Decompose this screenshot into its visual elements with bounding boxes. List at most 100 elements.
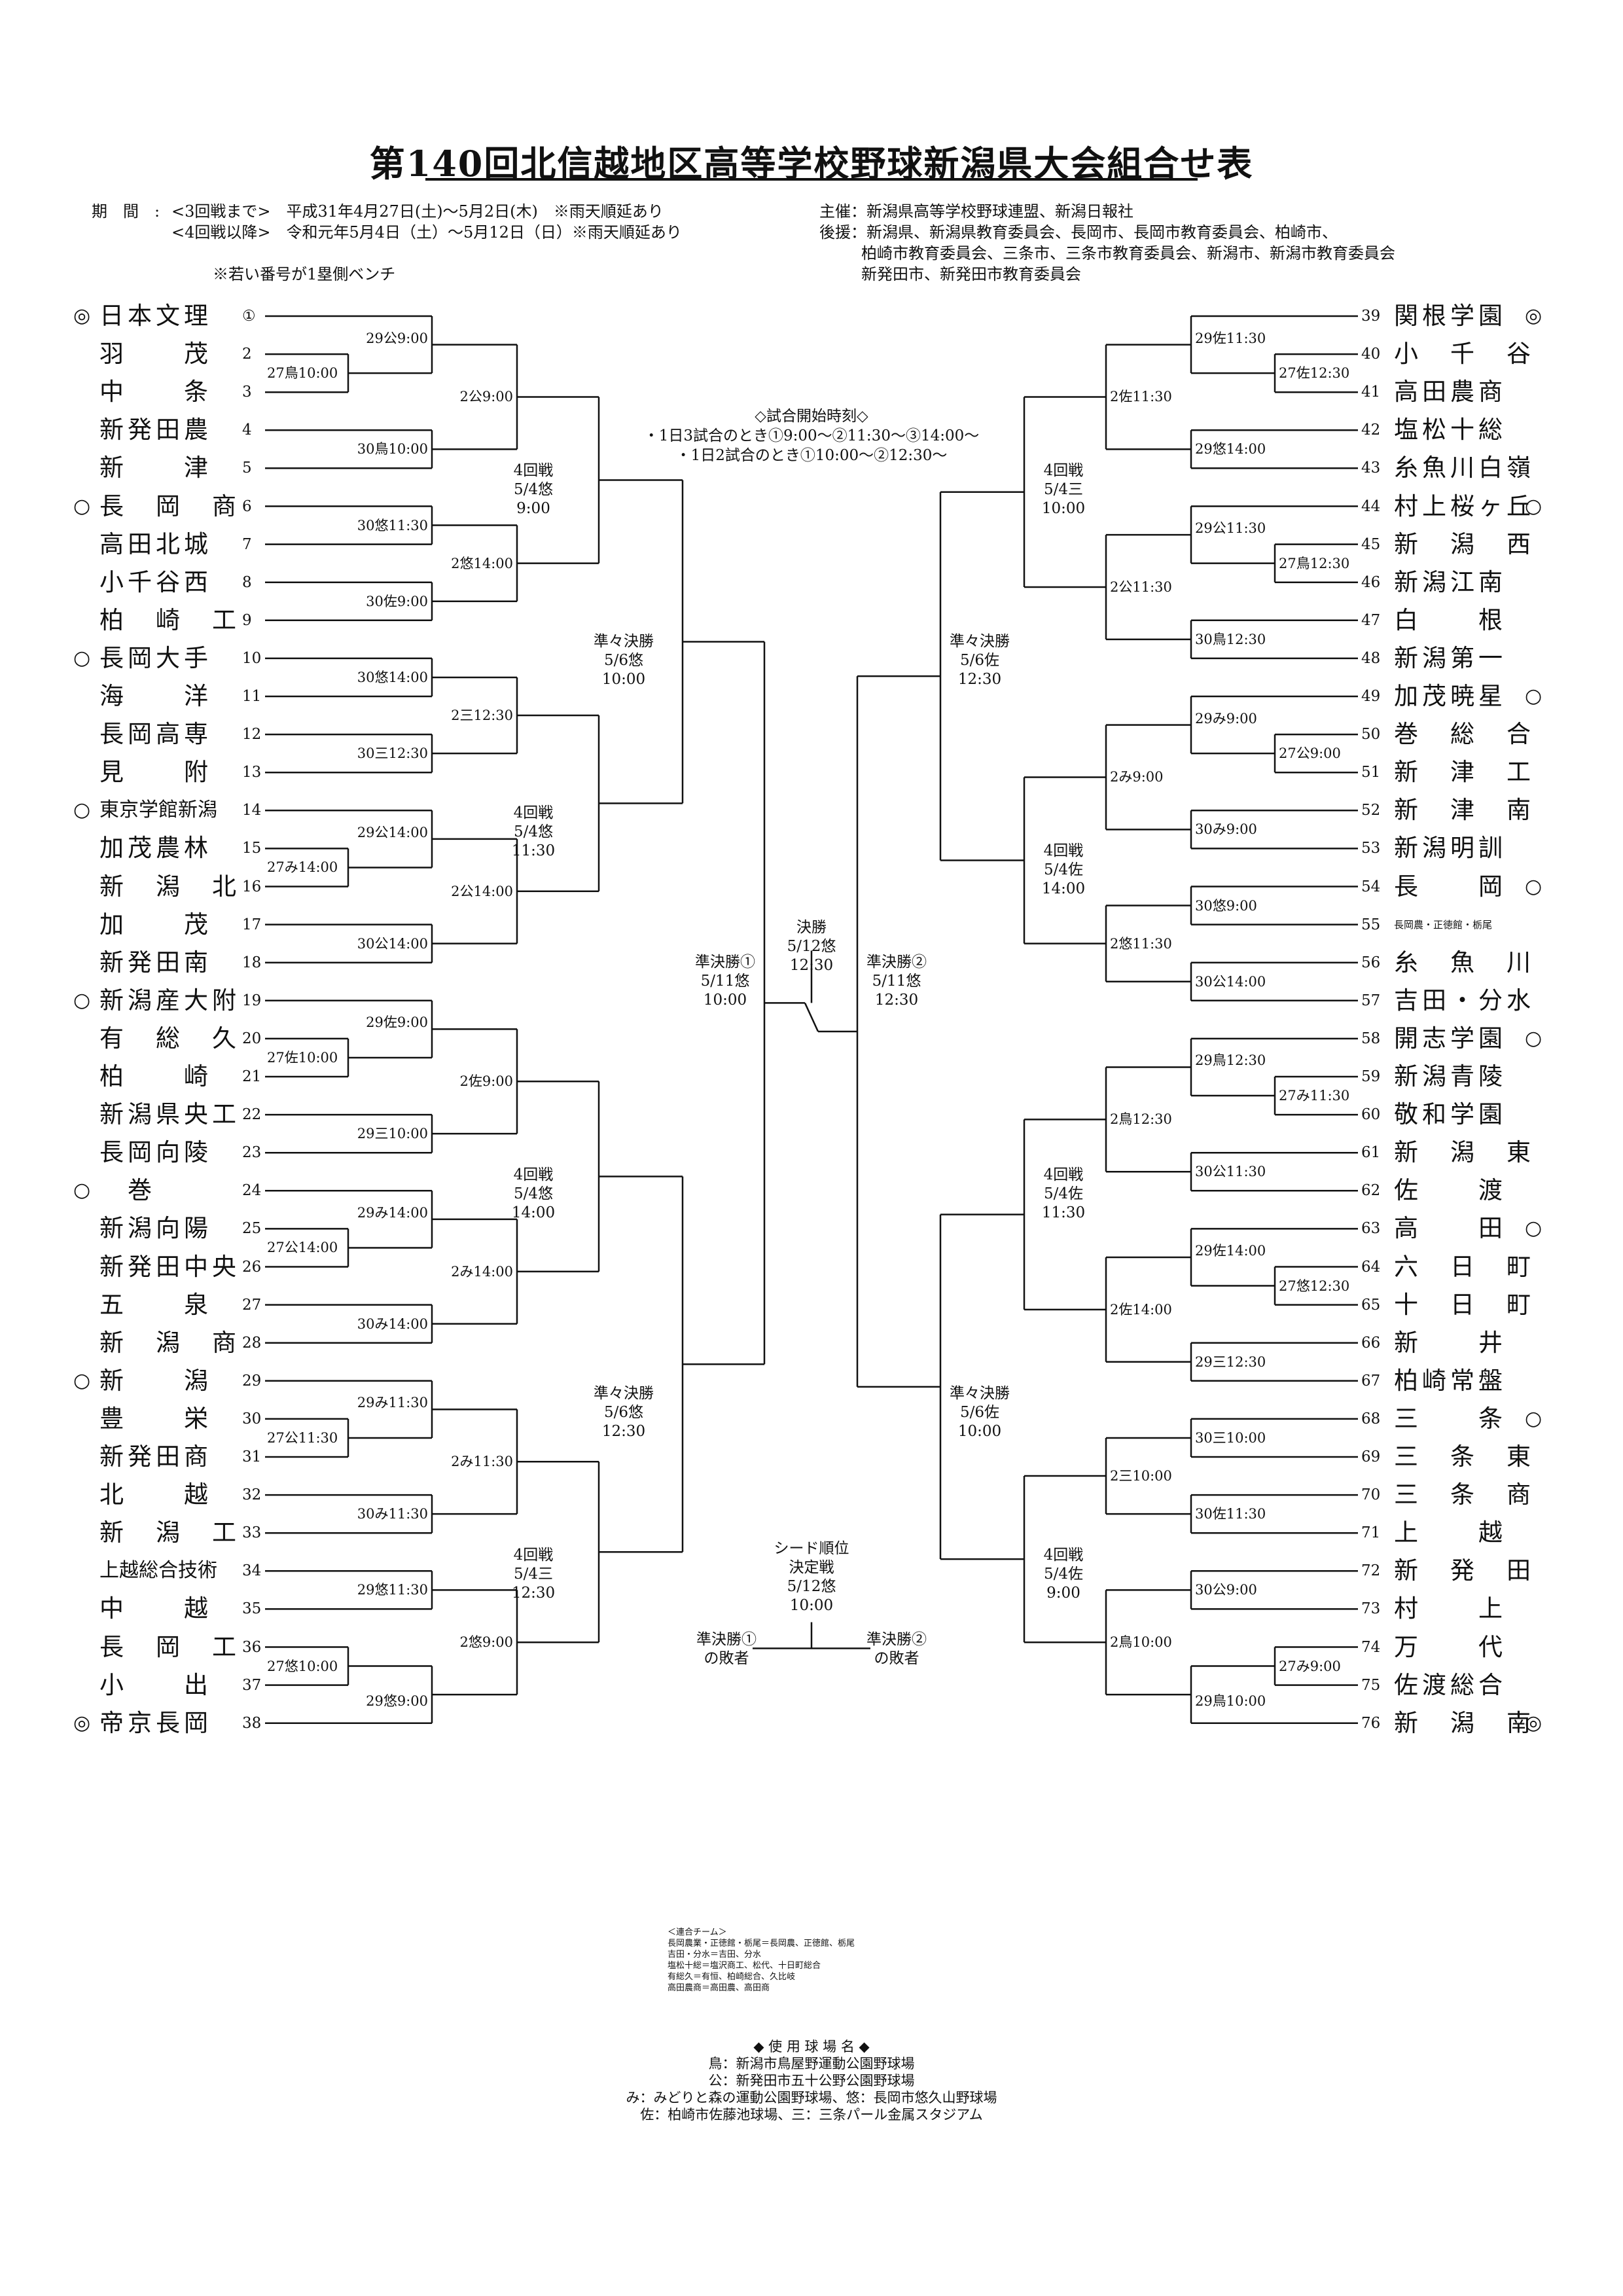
- round-label: 12:30: [511, 1585, 556, 1602]
- team-number: 10: [242, 649, 262, 667]
- team-name: 六 日 町: [1394, 1252, 1535, 1281]
- round-label: 4回戦: [513, 804, 554, 822]
- round-label: 準々決勝: [950, 1384, 1010, 1402]
- team-name: 長 岡 工: [99, 1632, 240, 1661]
- bracket-line: [804, 1002, 819, 1032]
- team-number: 21: [242, 1068, 262, 1085]
- game-label: 30三10:00: [1194, 1429, 1268, 1446]
- team-name: 新 潟 西: [1394, 529, 1535, 558]
- seed-mark: ○: [1525, 874, 1543, 898]
- team-number: 71: [1361, 1524, 1381, 1542]
- team-number: 15: [242, 840, 262, 857]
- team-number: 29: [242, 1372, 262, 1390]
- round-label: 5/4悠: [513, 823, 553, 841]
- team-name: 帝京長岡: [99, 1708, 212, 1737]
- team-number: 16: [242, 878, 262, 895]
- team-number: 12: [242, 726, 262, 744]
- game-label: 2佐11:30: [1109, 388, 1173, 406]
- round-label: の敗者: [704, 1649, 749, 1667]
- game-label: 29み14:00: [355, 1204, 429, 1221]
- team-name: 巻 総 合: [1394, 720, 1535, 749]
- team-name: 吉田・分水: [1394, 986, 1535, 1014]
- team-number: 23: [242, 1144, 262, 1162]
- team-name: 新 津 工: [1394, 758, 1535, 787]
- period-line-1: <3回戦まで> 平成31年4月27日(土)～5月2日(木) ※雨天順延あり: [171, 202, 664, 221]
- team-number: 19: [242, 992, 262, 1009]
- game-label: 29佐11:30: [1194, 329, 1268, 347]
- period-label: 期 間 :: [92, 202, 160, 221]
- team-name: 新潟向陽: [99, 1214, 212, 1243]
- game-label: 2三10:00: [1109, 1467, 1173, 1485]
- team-name: 北 越: [99, 1480, 212, 1509]
- team-number: 39: [1361, 308, 1381, 325]
- team-number: 70: [1361, 1486, 1381, 1504]
- game-label: 29三10:00: [355, 1125, 429, 1143]
- round-label: 準決勝①: [695, 953, 755, 971]
- round-label: 5/4佐: [1043, 861, 1083, 879]
- team-name: 新 潟 東: [1394, 1138, 1535, 1167]
- round-label: 5/4三: [513, 1566, 553, 1583]
- team-name: 新 津 南: [1394, 796, 1535, 825]
- game-label: 27鳥12:30: [1277, 554, 1351, 572]
- team-number: 17: [242, 916, 262, 933]
- round-label: 4回戦: [513, 1547, 554, 1564]
- team-name: 高田北城: [99, 529, 212, 558]
- team-name: 見 附: [99, 758, 212, 787]
- team-number: 40: [1361, 346, 1381, 363]
- seed-mark: ○: [1525, 494, 1543, 518]
- team-name: 上越総合技術: [99, 1559, 217, 1583]
- team-name: 新発田農: [99, 416, 212, 444]
- round-label: の敗者: [874, 1649, 919, 1667]
- game-label: 30悠14:00: [355, 668, 429, 686]
- team-number: 32: [242, 1486, 262, 1504]
- game-label: 2佐14:00: [1109, 1300, 1173, 1318]
- team-number: 11: [242, 688, 262, 705]
- seed-mark: ○: [1525, 1217, 1543, 1240]
- team-name: 新潟第一: [1394, 643, 1507, 672]
- game-label: 30佐9:00: [365, 592, 429, 610]
- team-name: 新発田南: [99, 948, 212, 977]
- round-label: 準決勝②: [866, 953, 927, 971]
- team-name: 十 日 町: [1394, 1290, 1535, 1319]
- team-name: 小 千 谷: [1394, 340, 1535, 368]
- game-label: 29み11:30: [355, 1394, 429, 1412]
- team-number: 4: [242, 422, 252, 439]
- team-name: 長岡高専: [99, 720, 212, 749]
- round-label: 10:00: [703, 991, 747, 1009]
- game-label: 30公14:00: [355, 935, 429, 952]
- team-number: 28: [242, 1334, 262, 1352]
- round-label: 4回戦: [1043, 462, 1084, 480]
- game-label: 30公14:00: [1194, 973, 1268, 990]
- round-label: 5/4佐: [1043, 1566, 1083, 1583]
- seed-mark: ◎: [73, 1711, 91, 1734]
- team-name: 日本文理: [99, 302, 212, 330]
- team-name: 柏崎常盤: [1394, 1366, 1507, 1395]
- team-name: 糸魚川白嶺: [1394, 454, 1535, 482]
- round-label: 5/6悠: [603, 651, 643, 669]
- game-label: 29公14:00: [355, 823, 429, 841]
- game-label: 29佐9:00: [365, 1014, 429, 1031]
- team-name: 新潟県央工: [99, 1100, 240, 1129]
- team-name: 上 越: [1394, 1518, 1507, 1547]
- round-label: 4回戦: [513, 462, 554, 480]
- team-number: 34: [242, 1562, 262, 1580]
- seed-mark: ○: [73, 1179, 91, 1202]
- team-name: 関根学園: [1394, 302, 1507, 330]
- seed-mark: ○: [1525, 1026, 1543, 1050]
- team-name: 新 潟: [99, 1366, 212, 1395]
- team-number: 37: [242, 1676, 262, 1694]
- team-number: 60: [1361, 1106, 1381, 1124]
- team-number: 73: [1361, 1600, 1381, 1618]
- game-label: 2み11:30: [450, 1453, 514, 1471]
- round-label: 11:30: [1041, 1204, 1086, 1222]
- round-label: 9:00: [1046, 1585, 1080, 1602]
- round-label: 10:00: [601, 670, 646, 688]
- team-number: 26: [242, 1258, 262, 1276]
- team-name: 糸 魚 川: [1394, 948, 1535, 977]
- team-name: 佐渡総合: [1394, 1670, 1507, 1699]
- team-number: 74: [1361, 1638, 1381, 1656]
- team-number: 56: [1361, 954, 1381, 971]
- round-label: 準々決勝: [950, 632, 1010, 650]
- game-label: 30み14:00: [355, 1315, 429, 1333]
